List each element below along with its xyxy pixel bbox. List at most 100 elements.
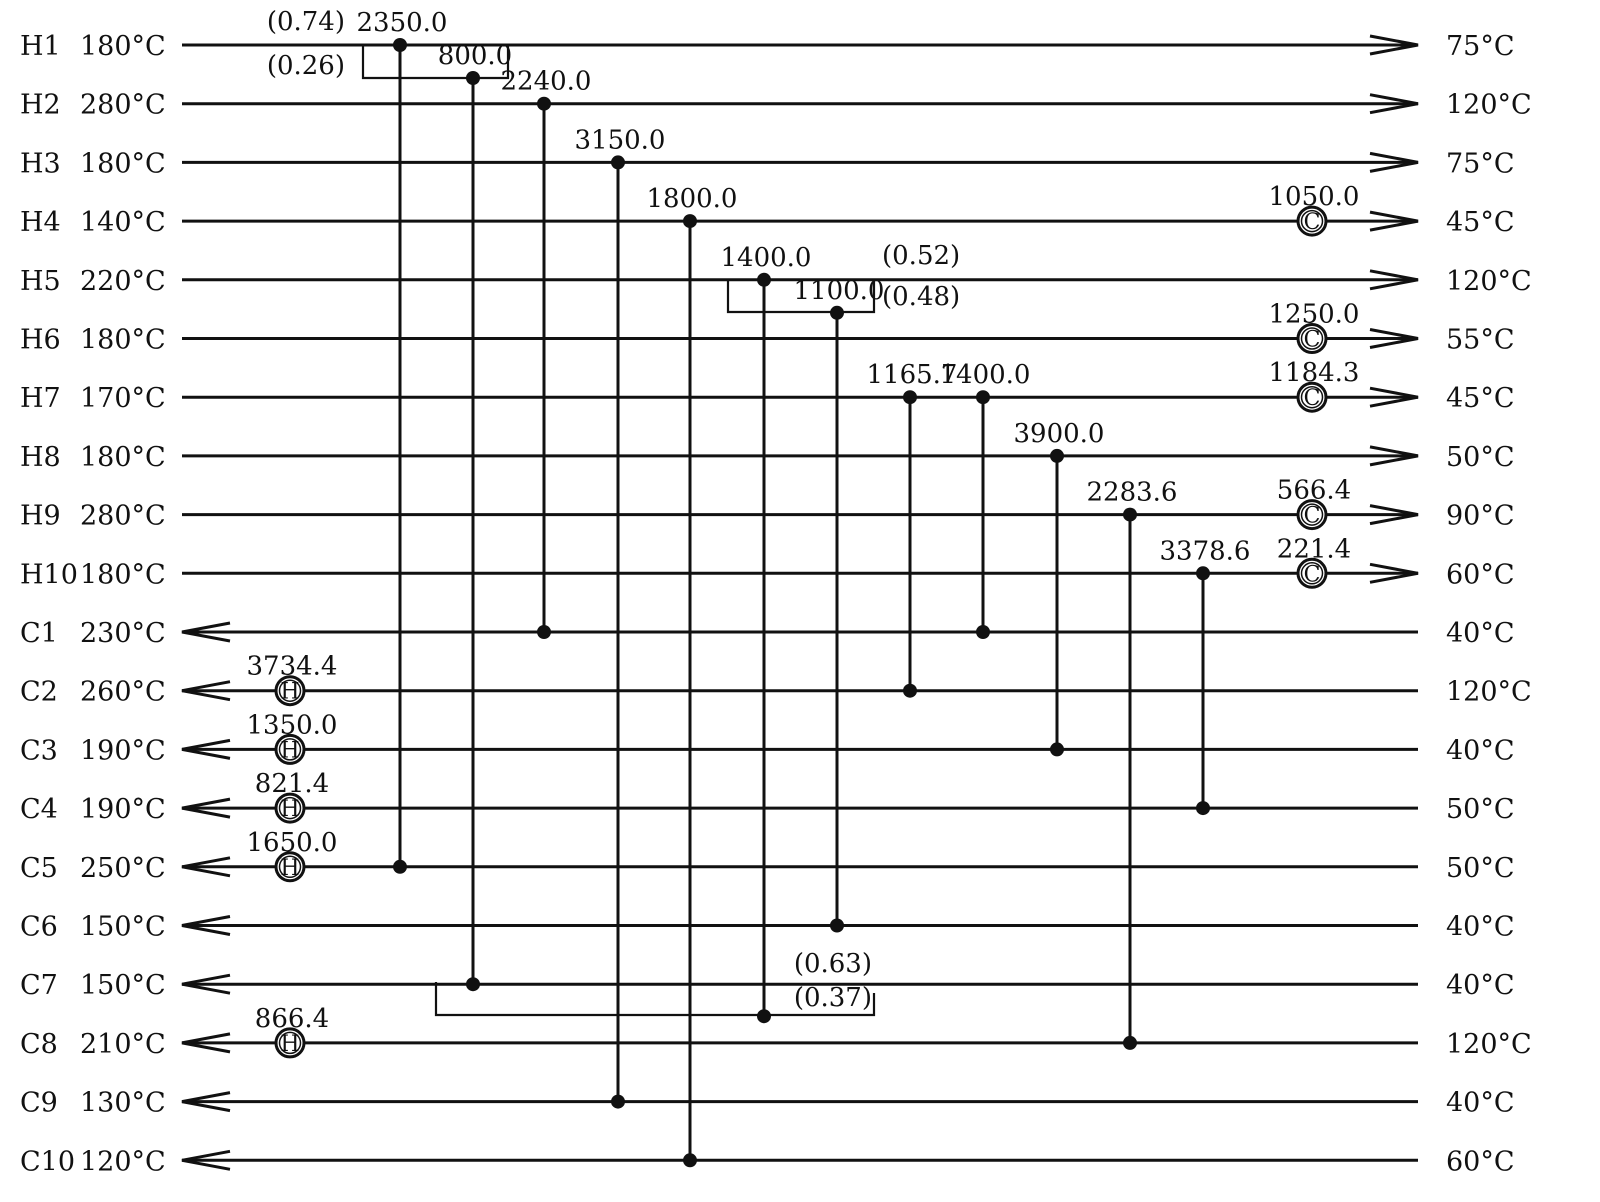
outlet-temperature-label: 90°C (1446, 501, 1515, 532)
heater-letter: H (280, 680, 299, 705)
inlet-temperature-label: 50°C (1446, 853, 1515, 884)
inlet-temperature-label: 180°C (80, 31, 166, 62)
outlet-temperature-label: 150°C (80, 912, 166, 943)
arrow-right-icon (1369, 386, 1419, 408)
arrow-left-icon (181, 1149, 231, 1171)
cooler-inner-ring (1300, 503, 1324, 526)
split-bracket (726, 279, 876, 314)
outlet-temperature-label: 75°C (1446, 31, 1515, 62)
exchanger-cold-node (903, 683, 917, 698)
arrow-left-icon (181, 1091, 231, 1113)
exchanger-duty-label: 2350.0 (357, 8, 448, 38)
exchanger-duty-label: 1400.0 (940, 360, 1031, 390)
split-fraction-label: (0.74) (267, 7, 345, 37)
cooler-duty-label: 1250.0 (1269, 300, 1360, 330)
inlet-temperature-label: 60°C (1446, 1146, 1515, 1177)
split-bracket (434, 982, 876, 1017)
exchanger-duty-label: 2240.0 (501, 67, 592, 97)
arrow-right-icon (1369, 504, 1419, 526)
outlet-temperature-label: 50°C (1446, 442, 1515, 473)
stream-id-label: C8 (20, 1029, 58, 1060)
stream-id-label: H9 (20, 501, 61, 532)
heater-inner-ring (278, 679, 302, 702)
split-fraction-label: (0.48) (882, 282, 960, 312)
stream-id-label: C4 (20, 794, 58, 825)
outlet-temperature-label: 230°C (80, 618, 166, 649)
exchanger-cold-node (393, 859, 407, 874)
stream-id-label: C5 (20, 853, 58, 884)
arrow-right-icon (1369, 269, 1419, 291)
inlet-temperature-label: 280°C (80, 90, 166, 121)
outlet-temperature-label: 150°C (80, 970, 166, 1001)
stream-id-label: H10 (20, 559, 78, 590)
stream-id-label: C6 (20, 912, 58, 943)
exchanger-duty-label: 3378.6 (1160, 536, 1251, 566)
heater-letter: H (280, 797, 299, 822)
stream-id-label: H7 (20, 383, 61, 414)
arrow-right-icon (1369, 93, 1419, 115)
cooler-letter: C (1304, 562, 1321, 587)
split-fraction-label: (0.26) (267, 51, 345, 81)
exchanger-duty-label: 1800.0 (647, 184, 738, 214)
heater-inner-ring (278, 796, 302, 820)
cooler-inner-ring (1300, 562, 1324, 585)
exchanger-hot-node (466, 71, 480, 85)
cooler-duty-label: 1184.3 (1269, 358, 1360, 388)
exchanger-hot-node (830, 305, 844, 320)
inlet-temperature-label: 180°C (80, 148, 166, 179)
cooler-inner-ring (1300, 209, 1324, 233)
stream-id-label: C2 (20, 677, 58, 708)
heater-duty-label: 3734.4 (247, 652, 338, 682)
inlet-temperature-label: 180°C (80, 325, 166, 356)
outlet-temperature-label: 120°C (1446, 90, 1532, 121)
exchanger-cold-node (1050, 742, 1064, 757)
cooler-letter: C (1304, 328, 1321, 353)
outlet-temperature-label: 75°C (1446, 148, 1515, 179)
outlet-temperature-label: 60°C (1446, 559, 1515, 590)
split-fraction-label: (0.52) (882, 241, 960, 271)
outlet-temperature-label: 45°C (1446, 383, 1515, 414)
exchanger-hot-node (1050, 448, 1064, 463)
arrow-left-icon (181, 856, 231, 878)
heater-letter: H (280, 856, 299, 881)
cooler-inner-ring (1300, 385, 1324, 409)
arrow-right-icon (1369, 562, 1419, 584)
exchanger-cold-node (611, 1094, 625, 1109)
heater-inner-ring (278, 738, 302, 761)
inlet-temperature-label: 140°C (80, 207, 166, 238)
exchanger-duty-label: 2283.6 (1087, 478, 1178, 508)
exchanger-duty-label: 1400.0 (721, 243, 812, 273)
exchanger-hot-node (1123, 507, 1137, 522)
heater-inner-ring (278, 1031, 302, 1055)
inlet-temperature-label: 280°C (80, 501, 166, 532)
cooler-letter: C (1304, 210, 1321, 235)
cooler-duty-label: 221.4 (1277, 534, 1351, 564)
split-bracket (361, 45, 510, 80)
exchanger-hot-node (1196, 566, 1210, 581)
arrow-left-icon (181, 973, 231, 995)
heater-letter: H (280, 1032, 299, 1057)
stream-id-label: C1 (20, 618, 58, 649)
exchanger-cold-node (1196, 801, 1210, 816)
outlet-temperature-label: 190°C (80, 735, 166, 766)
outlet-temperature-label: 55°C (1446, 325, 1515, 356)
exchanger-duty-label: 800.0 (438, 41, 512, 71)
exchanger-hot-node (537, 96, 551, 111)
split-fraction-label: (0.63) (794, 949, 872, 979)
exchanger-hot-node (393, 38, 407, 52)
stream-id-label: C9 (20, 1088, 58, 1119)
inlet-temperature-label: 50°C (1446, 794, 1515, 825)
heater-duty-label: 821.4 (255, 769, 329, 799)
heater-duty-label: 1650.0 (247, 828, 338, 858)
inlet-temperature-label: 120°C (1446, 677, 1532, 708)
arrow-left-icon (181, 621, 231, 643)
split-fraction-label: (0.37) (794, 983, 872, 1013)
inlet-temperature-label: 40°C (1446, 912, 1515, 943)
exchanger-hot-node (976, 390, 990, 405)
inlet-temperature-label: 180°C (80, 442, 166, 473)
outlet-temperature-label: 45°C (1446, 207, 1515, 238)
inlet-temperature-label: 180°C (80, 559, 166, 590)
cooler-letter: C (1304, 504, 1321, 529)
exchanger-duty-label: 1100.0 (794, 276, 885, 306)
